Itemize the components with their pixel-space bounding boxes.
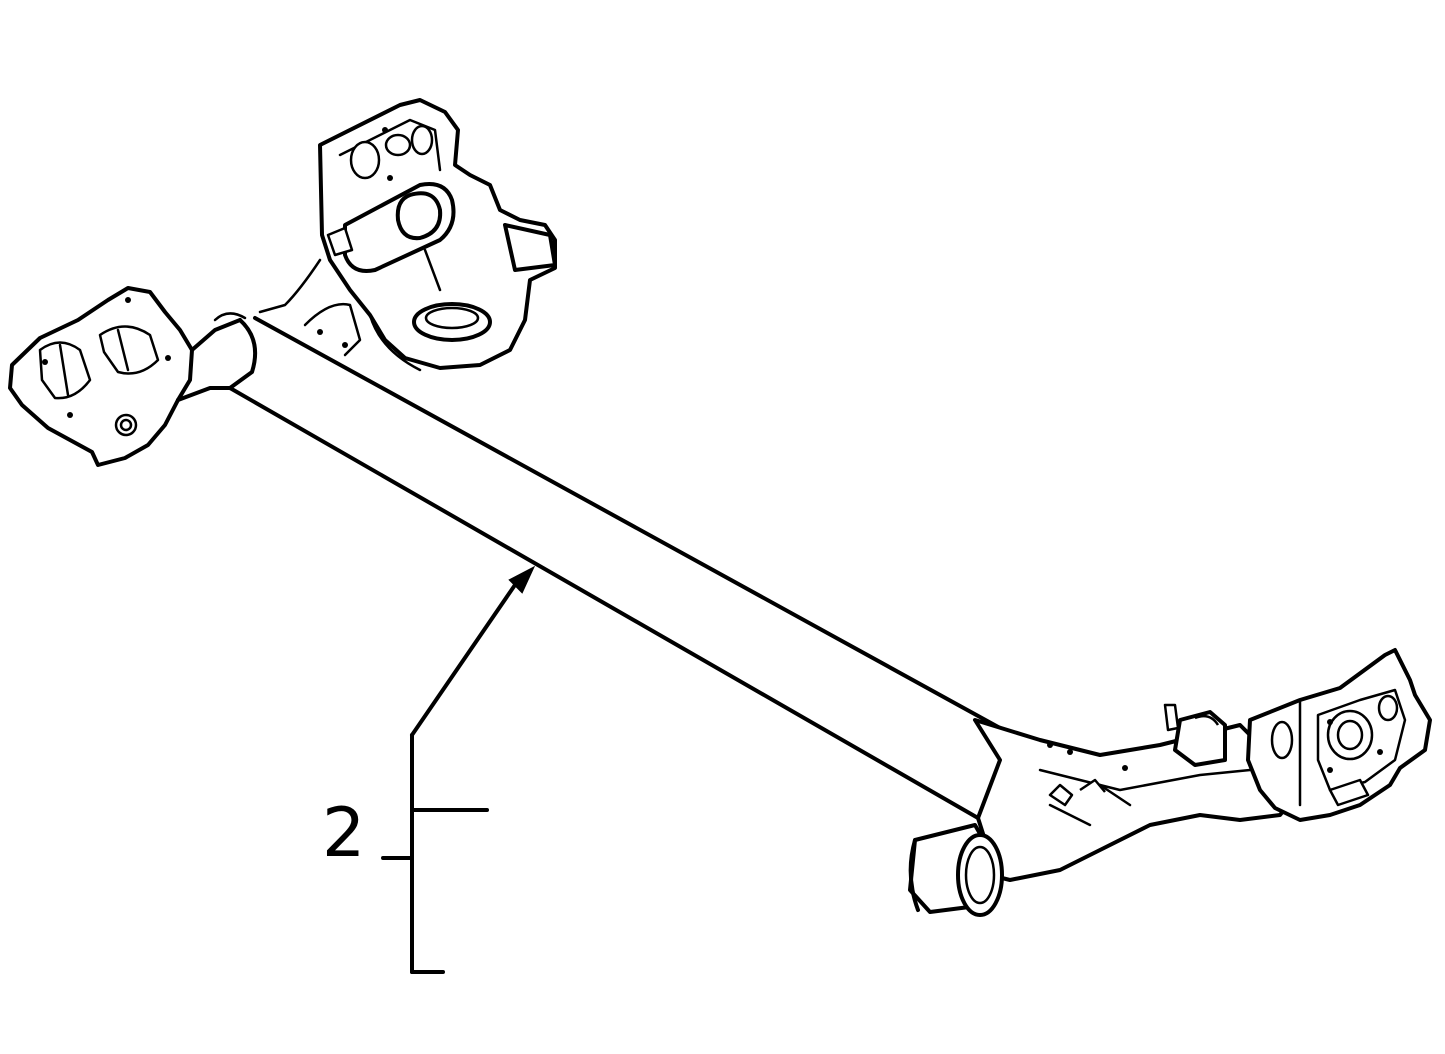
right-mounting-plate xyxy=(1246,648,1432,822)
callout-leader xyxy=(410,565,536,737)
axle-beam-tube xyxy=(228,316,1002,820)
callout-number: 2 xyxy=(322,794,366,873)
left-spring-bracket xyxy=(258,98,557,372)
callout-bracket xyxy=(381,733,489,974)
right-trailing-arm xyxy=(908,703,1302,917)
left-mounting-plate xyxy=(8,286,247,467)
arrowhead-icon xyxy=(508,565,536,594)
